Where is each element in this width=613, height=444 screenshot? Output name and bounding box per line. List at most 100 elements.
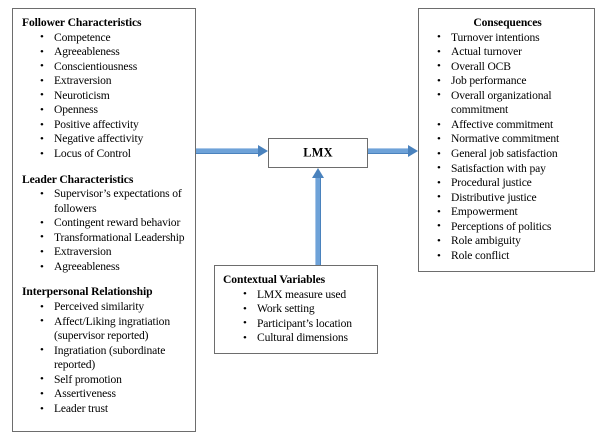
- list-item-label: Contingent reward behavior: [54, 216, 181, 230]
- group-heading-follower: Follower Characteristics: [22, 16, 142, 29]
- list-item-label: Ingratiation (subordinate reported): [54, 343, 166, 372]
- bullet-icon: •: [437, 31, 441, 44]
- list-item: •Role conflict: [437, 249, 590, 264]
- list-item: • Participant’s location: [243, 317, 373, 332]
- consequences-heading: Consequences: [473, 16, 542, 29]
- list-item: • Role ambiguity: [437, 234, 590, 249]
- list-item: • Turnover intentions: [437, 31, 590, 46]
- lmx-label: LMX: [303, 145, 333, 160]
- list-item-label: Neuroticism: [54, 88, 110, 102]
- list-item-label: Affective commitment: [451, 117, 554, 131]
- bullet-icon: •: [40, 147, 44, 160]
- list-item: • Ingratiation (subordinate reported): [40, 344, 190, 373]
- list-item: • Affective commitment: [437, 118, 590, 133]
- list-item-label: Procedural justice: [451, 176, 532, 190]
- list-item: •Empowerment: [437, 205, 590, 220]
- bullet-icon: •: [437, 220, 441, 233]
- bullet-icon: •: [437, 60, 441, 73]
- list-item-label: Conscientiousness: [54, 59, 138, 73]
- bullet-icon: •: [40, 60, 44, 73]
- group-heading-leader: Leader Characteristics: [22, 172, 134, 186]
- list-item-label: Leader trust: [54, 401, 108, 415]
- contextual-variables-box: Contextual Variables •LMX measure used •…: [214, 265, 378, 354]
- bullet-icon: •: [243, 288, 247, 301]
- list-item: •Distributive justice: [437, 191, 590, 206]
- bullet-icon: •: [40, 118, 44, 131]
- bullet-icon: •: [437, 176, 441, 189]
- list-item-label: Competence: [54, 30, 111, 44]
- bullet-icon: •: [40, 187, 44, 200]
- bullet-icon: •: [243, 302, 247, 315]
- list-item: •Perceived similarity: [40, 300, 190, 315]
- bullet-icon: •: [40, 74, 44, 87]
- list-item: •Assertiveness: [40, 387, 190, 402]
- list-item-label: Role ambiguity: [451, 234, 521, 248]
- list-item-label: LMX measure used: [257, 287, 347, 301]
- bullet-icon: •: [40, 45, 44, 58]
- list-item: • Supervisor’s expectations of followers: [40, 187, 190, 216]
- list-item-label: Actual turnover: [451, 45, 522, 59]
- list-item: •Transformational Leadership: [40, 231, 190, 246]
- bullet-icon: •: [437, 249, 441, 262]
- bullet-icon: •: [437, 234, 441, 247]
- list-item: • LMX measure used: [243, 288, 373, 303]
- list-item: • General job satisfaction: [437, 147, 590, 162]
- bullet-icon: •: [437, 147, 441, 160]
- list-item-label: Self promotion: [54, 372, 122, 386]
- list-item: •Openness: [40, 103, 190, 118]
- list-item-label: Extraversion: [54, 74, 112, 88]
- list-item: •Neuroticism: [40, 89, 190, 104]
- list-item: •Self promotion: [40, 373, 190, 388]
- bullet-icon: •: [437, 89, 441, 102]
- list-item-label: Satisfaction with pay: [451, 161, 546, 175]
- list-item-label: Empowerment: [451, 205, 518, 219]
- list-item: •Perceptions of politics: [437, 220, 590, 235]
- list-item: • Overall OCB: [437, 60, 590, 75]
- list-item-label: Assertiveness: [54, 387, 116, 401]
- list-item-label: Turnover intentions: [451, 30, 540, 44]
- list-item-label: Transformational Leadership: [54, 230, 185, 244]
- list-item-label: Supervisor’s expectations of followers: [54, 187, 182, 215]
- list-item-label: General job satisfaction: [451, 146, 558, 160]
- list-item-label: Openness: [54, 103, 98, 117]
- list-item: •Job performance: [437, 74, 590, 89]
- list-follower-characteristics: • Competence •Agreeableness • Conscientiou…: [40, 31, 190, 162]
- bullet-icon: •: [40, 402, 44, 415]
- bullet-icon: •: [243, 331, 247, 344]
- group-leader-characteristics: Leader Characteristics • Supervisor’s exp…: [22, 173, 190, 275]
- list-item: •Negative affectivity: [40, 132, 190, 147]
- arrow-head-icon: [408, 145, 418, 157]
- list-item: •Affect/Liking ingratiation (supervisor …: [40, 315, 190, 344]
- list-item: •Agreeableness: [40, 45, 190, 60]
- list-item-label: Extraversion: [54, 245, 112, 259]
- list-item-label: Normative commitment: [451, 132, 560, 146]
- list-item-label: Agreeableness: [54, 259, 120, 273]
- list-item-label: Cultural dimensions: [257, 331, 348, 345]
- arrow-head-icon: [312, 168, 324, 178]
- list-item-label: Work setting: [257, 302, 315, 316]
- arrow-antecedents-to-lmx: [196, 145, 268, 157]
- list-item: • Extraversion: [40, 74, 190, 89]
- list-item-label: Participant’s location: [257, 316, 352, 330]
- list-item: •Positive affectivity: [40, 118, 190, 133]
- list-item: • Agreeableness: [40, 260, 190, 275]
- bullet-icon: •: [243, 317, 247, 330]
- list-item: • Contingent reward behavior: [40, 216, 190, 231]
- bullet-icon: •: [40, 260, 44, 273]
- bullet-icon: •: [40, 344, 44, 357]
- bullet-icon: •: [40, 133, 44, 146]
- list-item-label: Locus of Control: [54, 146, 131, 160]
- bullet-icon: •: [40, 315, 44, 328]
- list-item: •Extraversion: [40, 245, 190, 260]
- list-consequences: • Turnover intentions • Actual turnover • O…: [437, 31, 590, 264]
- lmx-box: LMX: [268, 138, 368, 168]
- list-item-label: Overall OCB: [451, 59, 511, 73]
- arrow-contextual-to-lmx: [312, 168, 324, 265]
- arrow-head-icon: [258, 145, 268, 157]
- bullet-icon: •: [437, 45, 441, 58]
- list-interpersonal-relationship: •Perceived similarity •Affect/Liking ing…: [40, 300, 190, 416]
- bullet-icon: •: [40, 216, 44, 229]
- bullet-icon: •: [437, 118, 441, 131]
- consequences-box: Consequences • Turnover intentions • Actua…: [418, 8, 595, 272]
